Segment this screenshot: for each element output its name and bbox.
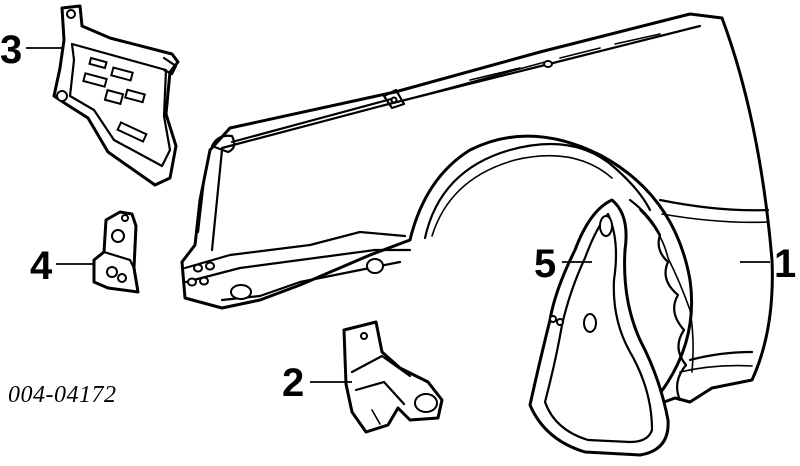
callout-1: 1 [774,242,796,286]
splash-shield-part [52,4,180,187]
wheel-liner-edge [628,198,694,402]
mud-flap-part [528,198,670,457]
callout-4: 4 [30,244,53,288]
callout-2: 2 [282,361,304,405]
leader-lines [26,47,770,383]
callout-5: 5 [534,242,556,286]
bracket-part [92,210,140,294]
callout-3: 3 [0,28,22,72]
fender-part [180,12,774,410]
brace-part [342,320,444,434]
reference-code: 004-04172 [8,382,117,408]
